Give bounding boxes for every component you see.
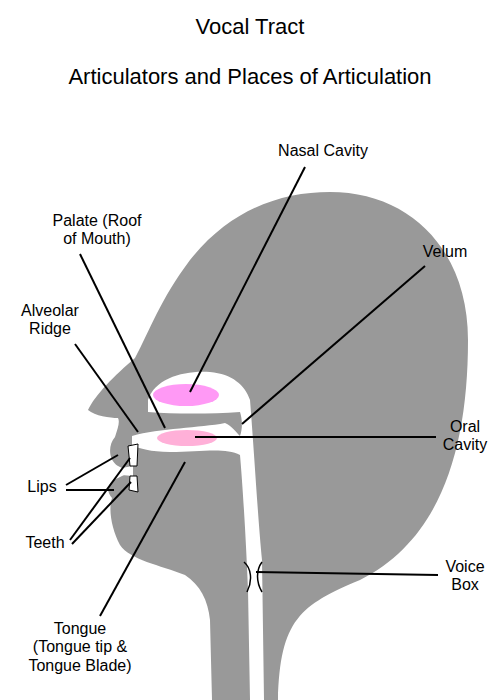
leader-line: [66, 455, 118, 485]
leader-line: [70, 458, 130, 540]
leader-line: [80, 254, 165, 428]
nasal-cavity-highlight: [153, 384, 219, 406]
upper-tooth: [128, 444, 138, 466]
part-label: Teeth: [25, 534, 64, 552]
part-label: Tongue (Tongue tip & Tongue Blade): [24, 620, 136, 675]
part-label: Oral Cavity: [436, 418, 494, 455]
leader-line: [256, 572, 438, 575]
part-label: Nasal Cavity: [278, 142, 368, 160]
leader-line: [195, 436, 436, 438]
title-text: Vocal Tract: [196, 14, 305, 39]
part-label: Alveolar Ridge: [10, 302, 90, 339]
subtitle-text: Articulators and Places of Articulation: [68, 64, 431, 89]
head-silhouette: [88, 192, 468, 700]
leader-line: [75, 344, 138, 432]
part-label: Voice Box: [439, 558, 491, 595]
part-label: Palate (Roof of Mouth): [49, 212, 145, 249]
voice-box-folds: [244, 562, 262, 592]
leader-line: [242, 266, 425, 424]
leader-line: [190, 167, 305, 392]
part-label: Lips: [27, 478, 56, 496]
leader-line: [72, 482, 131, 544]
leader-line: [100, 462, 185, 616]
part-label: Velum: [423, 243, 467, 261]
